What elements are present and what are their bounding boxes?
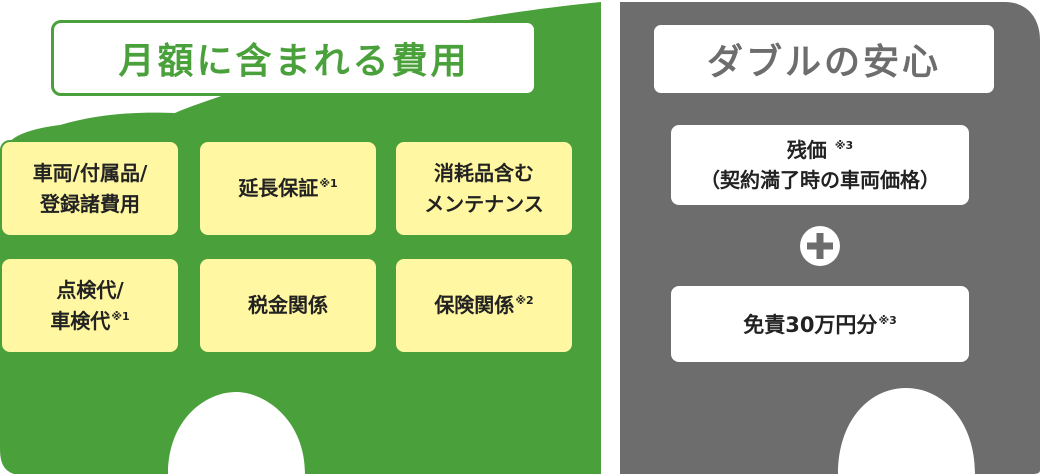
plus-icon (800, 226, 840, 266)
car-front-green-shape (0, 2, 601, 474)
card-line: 車検代※1 (50, 308, 130, 333)
footnote-mark: ※3 (878, 314, 897, 327)
residual-value-subtext: （契約満了時の車両価格） (700, 168, 940, 192)
footnote-mark: ※1 (111, 309, 130, 323)
card-line: メンテナンス (424, 191, 544, 216)
deductible-label: 免責30万円分※3 (743, 313, 897, 337)
card-residual-value: 残価※3 （契約満了時の車両価格） (671, 125, 969, 205)
card-line: 登録諸費用 (39, 191, 140, 216)
card-line: 消耗品含む (433, 160, 534, 185)
footnote-mark: ※1 (319, 177, 338, 191)
card-insurance: 保険関係※2 (394, 257, 574, 354)
card-taxes: 税金関係 (198, 257, 378, 354)
footnote-mark: ※2 (515, 294, 534, 308)
card-maintenance: 消耗品含む メンテナンス (394, 140, 574, 237)
footnote-mark: ※3 (834, 139, 854, 153)
card-line: 点検代/ (56, 277, 124, 302)
card-deductible: 免責30万円分※3 (671, 286, 969, 362)
card-extended-warranty: 延長保証※1 (198, 140, 378, 237)
card-line: 保険関係※2 (434, 293, 534, 317)
card-line: 車両/付属品/ (32, 160, 148, 185)
card-line: 税金関係 (248, 293, 328, 317)
card-inspection: 点検代/ 車検代※1 (0, 257, 180, 354)
residual-value-label: 残価※3 (786, 138, 854, 162)
double-security-title: ダブルの安心 (651, 22, 997, 96)
card-line: 延長保証※1 (238, 176, 338, 200)
card-vehicle-costs: 車両/付属品/ 登録諸費用 (0, 140, 180, 237)
included-costs-title: 月額に含まれる費用 (51, 20, 537, 96)
